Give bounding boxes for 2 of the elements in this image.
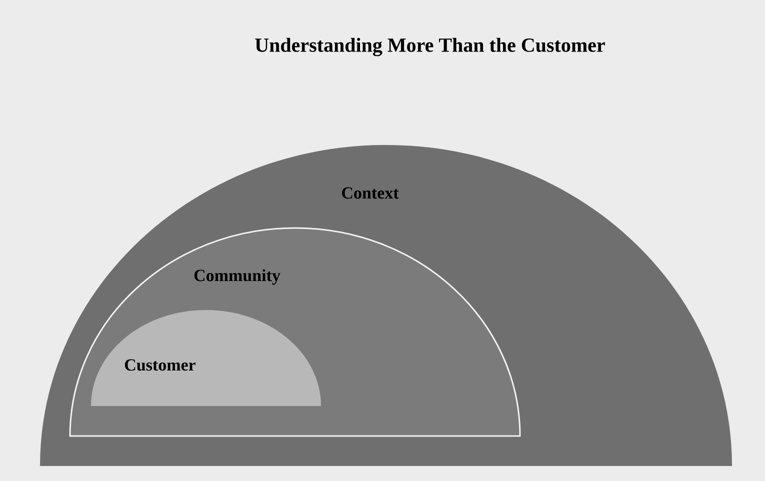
title: Understanding More Than the Customer xyxy=(255,38,605,56)
semicircle: Customer xyxy=(91,310,321,406)
